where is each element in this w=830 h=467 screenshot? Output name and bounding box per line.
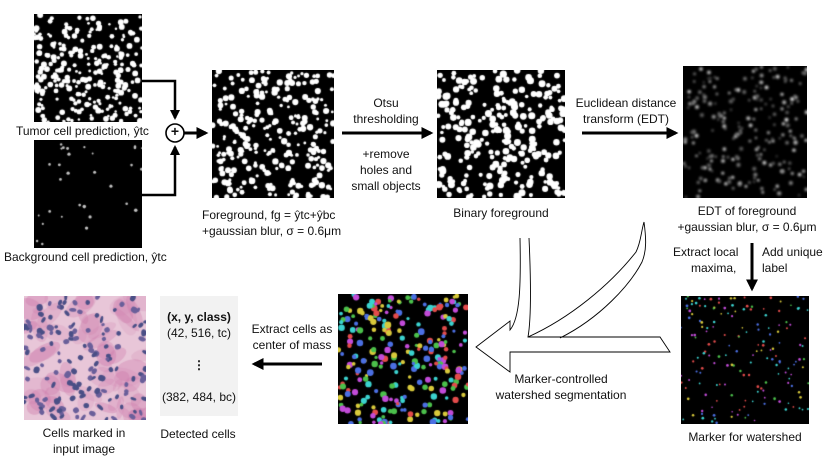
tumor-prediction-image [34, 14, 142, 122]
edt-image [683, 66, 807, 198]
detected-row-2: (382, 484, bc) [161, 390, 237, 404]
extract-cells-line2: center of mass [252, 338, 332, 352]
detected-cells-table: (x, y, class) (42, 516, tc) ⋮ (382, 484,… [160, 296, 238, 416]
marker-label: Marker for watershed [688, 430, 802, 444]
background-to-plus-connector [142, 145, 180, 197]
extract-cells-line1: Extract cells as [251, 322, 333, 336]
plus-symbol: + [170, 123, 180, 139]
watershed-segmentation-image [338, 294, 468, 424]
background-prediction-label: Background cell prediction, ŷtc [4, 250, 167, 264]
foreground-label-line1: Foreground, fg = ŷtc+ŷbc [202, 208, 336, 222]
watershed-label-line2: watershed segmentation [495, 388, 627, 402]
foreground-label-line2: +gaussian blur, σ = 0.6μm [202, 224, 342, 238]
binary-foreground-image [437, 70, 565, 198]
detected-ellipsis: ⋮ [193, 358, 205, 372]
extract-maxima-line2: maxima, [691, 261, 737, 275]
otsu-label-line1: Otsu [373, 96, 399, 110]
otsu-label-line3: +remove [362, 147, 410, 161]
edt-label-line2: +gaussian blur, σ = 0.6μm [677, 220, 817, 234]
binary-foreground-label: Binary foreground [453, 206, 549, 220]
detected-row-1: (42, 516, tc) [166, 326, 232, 340]
add-label-line2: label [762, 261, 788, 275]
histology-input-image [24, 296, 146, 420]
background-prediction-image [34, 140, 142, 248]
otsu-label-line5: small objects [351, 179, 421, 193]
extract-maxima-line1: Extract local [673, 245, 739, 259]
otsu-label-line2: thresholding [353, 112, 419, 126]
add-label-line1: Add unique [762, 245, 823, 259]
detected-cells-label: Detected cells [160, 427, 236, 441]
cells-marked-line1: Cells marked in [42, 426, 126, 440]
edt-label-line1: EDT of foreground [697, 204, 797, 218]
marker-controlled-outline-arrow-upper [527, 221, 647, 339]
edt-step-line1: Euclidean distance [575, 96, 677, 110]
detected-header: (x, y, class) [167, 310, 231, 324]
tumor-prediction-label: Tumor cell prediction, ŷtc [16, 124, 149, 138]
edt-step-line2: transform (EDT) [582, 112, 669, 126]
otsu-label-line4: holes and [359, 163, 413, 177]
foreground-image [212, 70, 334, 198]
tumor-to-plus-connector [142, 79, 180, 120]
watershed-label-line1: Marker-controlled [514, 372, 608, 386]
marker-controlled-outline-arrow [475, 237, 671, 373]
cells-marked-line2: input image [52, 442, 116, 456]
marker-image [681, 296, 809, 424]
